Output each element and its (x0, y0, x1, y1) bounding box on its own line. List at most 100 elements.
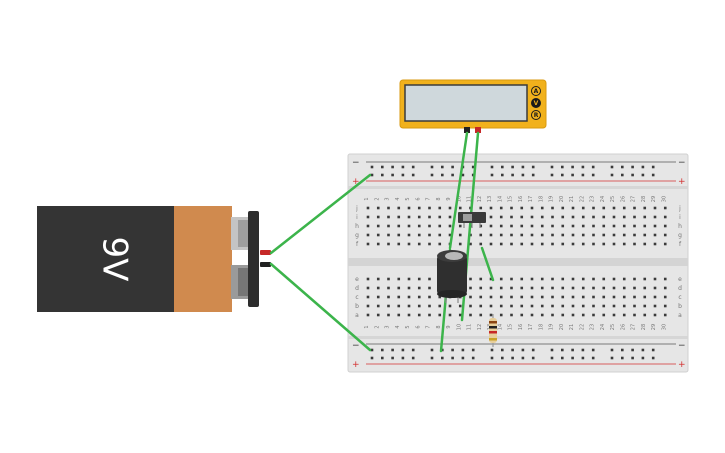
breadboard-hole[interactable] (581, 242, 585, 246)
breadboard-hole[interactable] (401, 348, 405, 352)
breadboard-hole[interactable] (633, 242, 636, 246)
breadboard-hole[interactable] (511, 173, 514, 177)
breadboard-hole[interactable] (458, 304, 462, 308)
breadboard-hole[interactable] (581, 215, 585, 219)
breadboard-hole[interactable] (441, 356, 444, 360)
breadboard-hole[interactable] (489, 224, 493, 228)
breadboard-hole[interactable] (561, 224, 565, 228)
breadboard-hole[interactable] (397, 286, 401, 290)
breadboard-hole[interactable] (451, 356, 454, 360)
breadboard-hole[interactable] (438, 304, 442, 308)
breadboard-hole[interactable] (591, 173, 595, 177)
breadboard-hole[interactable] (571, 313, 575, 317)
breadboard-hole[interactable] (602, 206, 606, 210)
breadboard-hole[interactable] (479, 242, 483, 246)
breadboard-hole[interactable] (499, 295, 503, 299)
breadboard-hole[interactable] (510, 286, 513, 290)
breadboard-hole[interactable] (428, 206, 431, 210)
breadboard-hole[interactable] (417, 206, 421, 210)
breadboard-hole[interactable] (407, 206, 411, 210)
breadboard-hole[interactable] (469, 304, 472, 308)
breadboard-hole[interactable] (391, 348, 394, 352)
breadboard-hole[interactable] (417, 215, 421, 219)
breadboard-hole[interactable] (530, 242, 534, 246)
breadboard-hole[interactable] (397, 313, 401, 317)
breadboard-hole[interactable] (531, 165, 535, 169)
mode-r-knob[interactable]: R (531, 110, 541, 120)
multimeter-probe-black[interactable] (464, 127, 470, 133)
breadboard-hole[interactable] (602, 215, 606, 219)
breadboard-hole[interactable] (479, 224, 483, 228)
breadboard-hole[interactable] (663, 224, 667, 228)
breadboard-hole[interactable] (510, 224, 513, 228)
breadboard-hole[interactable] (489, 277, 493, 281)
breadboard-hole[interactable] (471, 348, 475, 352)
breadboard-hole[interactable] (411, 165, 415, 169)
breadboard-hole[interactable] (430, 356, 434, 360)
breadboard-hole[interactable] (663, 277, 667, 281)
battery-lead-positive[interactable] (260, 250, 271, 255)
breadboard-hole[interactable] (571, 356, 574, 360)
breadboard-hole[interactable] (430, 165, 434, 169)
breadboard-hole[interactable] (621, 173, 624, 177)
breadboard-hole[interactable] (520, 233, 524, 237)
breadboard-hole[interactable] (499, 224, 503, 228)
breadboard-hole[interactable] (428, 286, 431, 290)
breadboard-hole[interactable] (531, 348, 535, 352)
breadboard-hole[interactable] (430, 348, 434, 352)
breadboard-hole[interactable] (417, 233, 421, 237)
breadboard-hole[interactable] (663, 242, 667, 246)
breadboard-hole[interactable] (571, 165, 574, 169)
breadboard-hole[interactable] (366, 224, 370, 228)
breadboard-hole[interactable] (490, 356, 494, 360)
breadboard-hole[interactable] (438, 215, 442, 219)
breadboard-hole[interactable] (461, 356, 465, 360)
breadboard-hole[interactable] (401, 173, 405, 177)
breadboard-hole[interactable] (633, 277, 636, 281)
breadboard-hole[interactable] (643, 277, 647, 281)
breadboard-hole[interactable] (633, 295, 636, 299)
breadboard-hole[interactable] (530, 313, 534, 317)
breadboard-hole[interactable] (621, 356, 624, 360)
breadboard-hole[interactable] (592, 233, 595, 237)
breadboard-hole[interactable] (510, 304, 513, 308)
breadboard-hole[interactable] (366, 313, 370, 317)
breadboard-hole[interactable] (448, 304, 452, 308)
breadboard-hole[interactable] (387, 224, 390, 228)
breadboard-hole[interactable] (571, 215, 575, 219)
breadboard-hole[interactable] (581, 165, 585, 169)
breadboard-hole[interactable] (370, 165, 374, 169)
breadboard-hole[interactable] (663, 313, 667, 317)
breadboard-hole[interactable] (561, 313, 565, 317)
breadboard-hole[interactable] (521, 173, 525, 177)
breadboard-hole[interactable] (561, 286, 565, 290)
breadboard-hole[interactable] (458, 233, 462, 237)
breadboard-hole[interactable] (490, 165, 494, 169)
breadboard-hole[interactable] (411, 348, 415, 352)
breadboard-hole[interactable] (631, 165, 634, 169)
breadboard-hole[interactable] (376, 233, 380, 237)
breadboard-hole[interactable] (489, 295, 493, 299)
breadboard-hole[interactable] (397, 215, 401, 219)
breadboard-hole[interactable] (561, 233, 565, 237)
breadboard-hole[interactable] (381, 356, 384, 360)
breadboard-hole[interactable] (540, 206, 544, 210)
breadboard-hole[interactable] (602, 242, 606, 246)
breadboard-hole[interactable] (622, 295, 626, 299)
breadboard-hole[interactable] (622, 313, 626, 317)
breadboard-hole[interactable] (631, 173, 634, 177)
breadboard-hole[interactable] (561, 173, 564, 177)
breadboard-hole[interactable] (561, 348, 564, 352)
breadboard-hole[interactable] (643, 206, 647, 210)
breadboard-hole[interactable] (610, 165, 614, 169)
breadboard-hole[interactable] (530, 215, 534, 219)
breadboard-hole[interactable] (501, 356, 504, 360)
breadboard-hole[interactable] (490, 173, 494, 177)
breadboard-hole[interactable] (451, 173, 454, 177)
breadboard-hole[interactable] (407, 242, 411, 246)
breadboard-hole[interactable] (531, 356, 535, 360)
breadboard-hole[interactable] (643, 233, 647, 237)
breadboard-hole[interactable] (633, 304, 636, 308)
breadboard-hole[interactable] (521, 356, 525, 360)
battery-9v[interactable]: 9V (37, 206, 271, 312)
